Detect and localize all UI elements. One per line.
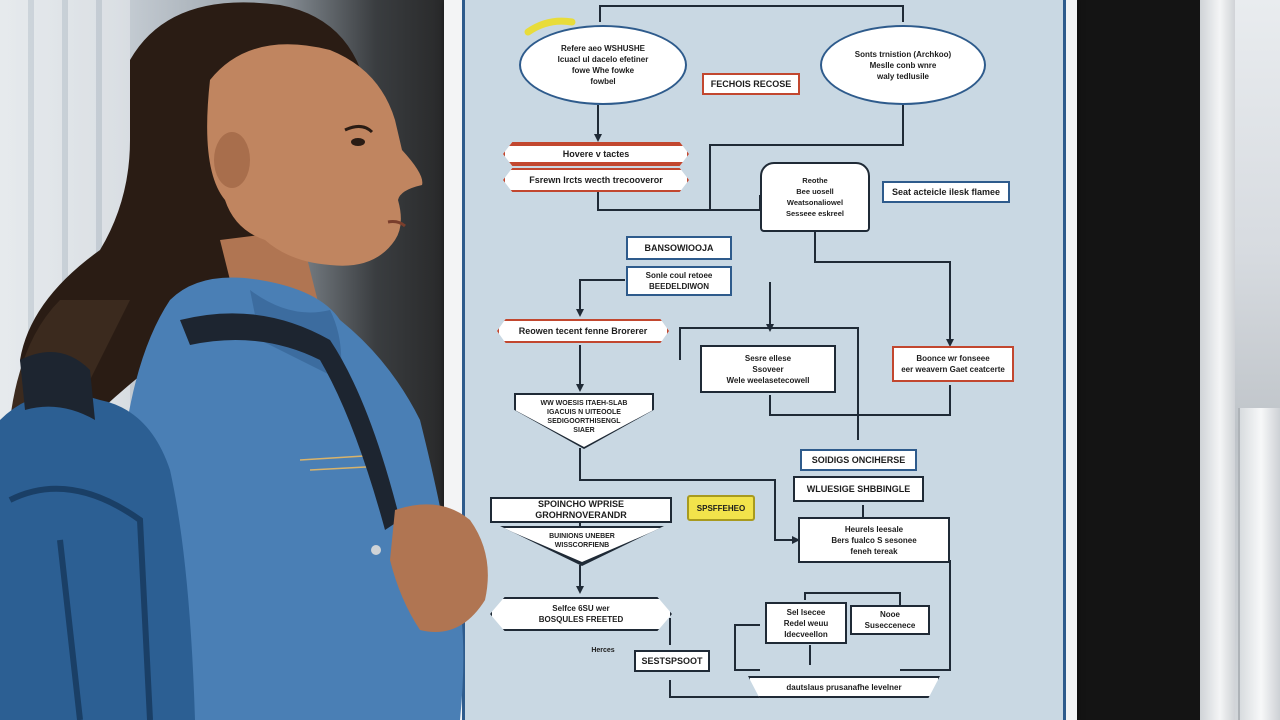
connector-15	[900, 560, 951, 671]
eye	[351, 138, 365, 146]
connector-3	[709, 105, 904, 210]
node-hex-bottom-text: Selfce 6SU wer BOSQULES FREETED	[538, 604, 624, 624]
connector-16	[734, 624, 760, 671]
hand	[390, 504, 488, 632]
node-bottom-small-text: Herces	[591, 646, 615, 654]
node-box-right-text: Heurels leesale Bers fualco S sesonee fe…	[831, 524, 917, 556]
node-red-hex: Reowen tecent fenne Brorerer	[497, 319, 669, 343]
node-yellow-note-text: SPSFFEHEO	[696, 503, 746, 513]
node-wide-text: SPOINCHO WPRISE GROHRNOVERANDR	[535, 499, 627, 520]
node-triangle-1-text: WW WOESIS ITAEH-SLAB IGACUIS N UITEOOLE …	[540, 400, 628, 434]
connector-top	[599, 5, 904, 22]
node-blue-2-text: Sonle coul retoee BEEDELDIWON	[645, 271, 713, 291]
node-yellow-note: SPSFFEHEO	[687, 495, 755, 521]
face	[207, 44, 423, 266]
connector-10	[579, 448, 798, 541]
node-blue-1-text: BANSOWIOOJA	[644, 242, 714, 253]
node-small-1-text: Sel Isecee Redel weuu Idecveellon	[783, 607, 829, 639]
yellow-highlight-mark	[524, 17, 576, 36]
connector-4	[814, 232, 951, 345]
arrow-6	[576, 586, 584, 594]
ear	[214, 132, 250, 188]
node-red-label-top-text: FECHOIS RECOSE	[710, 78, 792, 89]
node-doc-1: Reothe Bee uosell Weatsonaliowel Sesseee…	[760, 162, 870, 232]
node-triangle-2-text: BUINIONS UNEBER WISSCORFIENB	[549, 533, 615, 549]
node-hex-1: Hovere v tactes	[503, 142, 689, 166]
node-red-label-top: FECHOIS RECOSE	[702, 73, 800, 95]
connector-2	[597, 190, 761, 211]
node-oval-top-left: Refere aeo WSHUSHE Icuacl ul dacelo efet…	[519, 25, 687, 105]
arrow-3	[576, 384, 584, 392]
node-oval-top-right-text: Sonts trnistion (Archkoo) Meslle conb wn…	[854, 49, 952, 81]
arrow-1	[594, 134, 602, 142]
denim-jacket	[115, 277, 464, 720]
node-bottom-wide-text: dautslaus prusanafhe levelner	[786, 682, 902, 692]
connector-18	[804, 592, 901, 605]
eyebrow	[344, 125, 374, 134]
connector-6	[579, 279, 625, 315]
node-red-hex-text: Reowen tecent fenne Brorerer	[518, 325, 648, 336]
node-side-1-text: Seat acteicle ilesk flamee	[891, 186, 1001, 197]
arrow-2	[576, 309, 584, 317]
node-doc-2: Sesre ellese Ssoveer Wele weelasetecowel…	[700, 345, 836, 393]
node-red-right: Boonce wr fonseee eer weavern Gaet ceatc…	[892, 346, 1014, 382]
node-hex-2-text: Fsrewn Ircts wecth trecooveror	[529, 174, 663, 185]
backpack-seams	[8, 485, 153, 720]
backpack-handle	[20, 352, 95, 420]
node-blue-3-text: SOIDIGS ONCIHERSE	[811, 454, 906, 465]
node-doc-2-text: Sesre ellese Ssoveer Wele weelasetecowel…	[726, 353, 810, 385]
connector-19	[669, 680, 760, 698]
arrow-5	[946, 339, 954, 347]
node-bottom-small: Herces	[580, 643, 626, 657]
node-blue-4: WLUESIGE SHBBINGLE	[793, 476, 924, 502]
node-blue-2: Sonle coul retoee BEEDELDIWON	[626, 266, 732, 296]
node-bottom-wide: dautslaus prusanafhe levelner	[748, 676, 940, 698]
node-hex-1-text: Hovere v tactes	[562, 148, 630, 159]
node-hex-2: Fsrewn Ircts wecth trecooveror	[503, 168, 689, 192]
rail-bracket	[1238, 408, 1280, 720]
node-bottom-1: SESTSPSOOT	[634, 650, 710, 672]
node-box-right: Heurels leesale Bers fualco S sesonee fe…	[798, 517, 950, 563]
metal-rail	[1200, 0, 1240, 720]
jacket-button	[371, 545, 381, 555]
node-blue-3: SOIDIGS ONCIHERSE	[800, 449, 917, 471]
node-bottom-1-text: SESTSPSOOT	[641, 655, 703, 666]
arrow-4	[766, 324, 774, 332]
node-oval-top-left-text: Refere aeo WSHUSHE Icuacl ul dacelo efet…	[557, 44, 649, 86]
connector-9	[769, 385, 951, 416]
backpack-strap	[180, 313, 400, 530]
lips	[387, 220, 406, 228]
node-blue-4-text: WLUESIGE SHBBINGLE	[806, 483, 911, 494]
node-hex-bottom: Selfce 6SU wer BOSQULES FREETED	[490, 597, 672, 631]
node-wide: SPOINCHO WPRISE GROHRNOVERANDR	[490, 497, 672, 523]
node-side-1: Seat acteicle ilesk flamee	[882, 181, 1010, 203]
node-red-right-text: Boonce wr fonseee eer weavern Gaet ceatc…	[901, 354, 1005, 374]
node-blue-1: BANSOWIOOJA	[626, 236, 732, 260]
node-small-2-text: Nooe Suseccenece	[864, 610, 916, 630]
arrow-7	[792, 536, 800, 544]
person-with-backpack	[0, 2, 488, 720]
node-oval-top-right: Sonts trnistion (Archkoo) Meslle conb wn…	[820, 25, 986, 105]
node-small-2: Nooe Suseccenece	[850, 605, 930, 635]
node-doc-1-text: Reothe Bee uosell Weatsonaliowel Sesseee…	[786, 176, 844, 218]
node-small-1: Sel Isecee Redel weuu Idecveellon	[765, 602, 847, 644]
